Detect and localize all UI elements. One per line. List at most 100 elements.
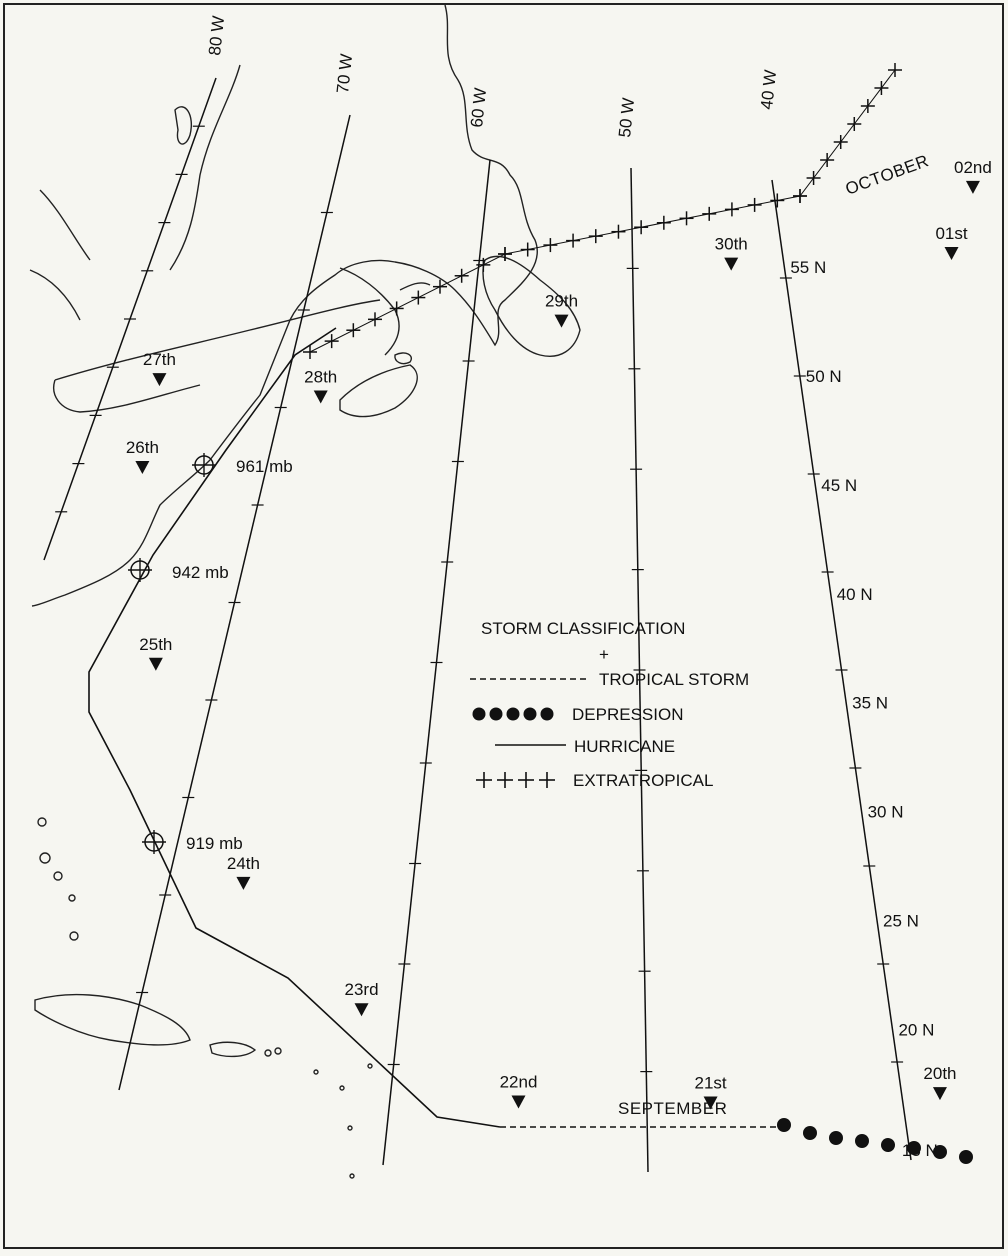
puerto-rico bbox=[209, 1041, 257, 1058]
date-label: 22nd bbox=[500, 1073, 538, 1092]
date-label: 29th bbox=[545, 292, 578, 311]
date-triangle bbox=[554, 314, 569, 328]
date-triangle bbox=[511, 1095, 526, 1109]
date-label: 20th bbox=[923, 1064, 956, 1083]
date-markers: 02nd 01st 30th 29th 28th 27th 26th 25th 24th 23rd… bbox=[126, 158, 992, 1110]
latitude-label: 50 N bbox=[806, 367, 842, 386]
legend-item-hurricane: HURRICANE bbox=[495, 737, 675, 756]
latitude-label: 25 N bbox=[883, 911, 919, 930]
depression-dot bbox=[881, 1138, 895, 1152]
depression-dot bbox=[855, 1134, 869, 1148]
date-label: 23rd bbox=[345, 980, 379, 999]
legend: STORM CLASSIFICATION + TROPICAL STORM DE… bbox=[470, 619, 749, 790]
legend-label-hurricane: HURRICANE bbox=[574, 737, 675, 756]
pressure-label-961: 961 mb bbox=[236, 457, 293, 476]
depression-dot bbox=[803, 1126, 817, 1140]
date-triangle bbox=[313, 390, 328, 404]
date-label: 30th bbox=[715, 235, 748, 254]
latitude-label: 55 N bbox=[790, 258, 826, 277]
river-north bbox=[169, 64, 241, 271]
date-marker-23rd: 23rd bbox=[345, 980, 379, 1017]
inland-lake-north bbox=[174, 106, 192, 145]
depression-dot bbox=[829, 1131, 843, 1145]
latitude-label: 45 N bbox=[821, 476, 857, 495]
longitude-label: 80 W bbox=[205, 15, 228, 56]
legend-label-extratropical: EXTRATROPICAL bbox=[573, 771, 713, 790]
storm-track bbox=[88, 63, 973, 1164]
depression-dot bbox=[777, 1118, 791, 1132]
pressure-label-919: 919 mb bbox=[186, 834, 243, 853]
date-label: 27th bbox=[143, 350, 176, 369]
pressure-markers: 961 mb 942 mb 919 mb bbox=[128, 453, 293, 854]
extratropical-path bbox=[309, 69, 896, 353]
hispaniola bbox=[34, 993, 191, 1046]
latitude-label: 40 N bbox=[837, 585, 873, 604]
legend-title: STORM CLASSIFICATION bbox=[481, 619, 685, 638]
date-marker-27th: 27th bbox=[143, 350, 176, 387]
legend-label-depression: DEPRESSION bbox=[572, 705, 683, 724]
coastlines bbox=[29, 4, 581, 1058]
legend-label-tropical-storm: TROPICAL STORM bbox=[599, 670, 749, 689]
river-system bbox=[29, 189, 381, 413]
september-label: SEPTEMBER bbox=[618, 1099, 727, 1118]
pressure-marker-942: 942 mb bbox=[128, 558, 229, 582]
gulf-coastline bbox=[339, 267, 431, 356]
date-triangle bbox=[724, 257, 739, 271]
pressure-label-942: 942 mb bbox=[172, 563, 229, 582]
depression-dot bbox=[933, 1145, 947, 1159]
legend-item-depression: DEPRESSION bbox=[472, 705, 683, 724]
latitude-label: 30 N bbox=[868, 803, 904, 822]
latitude-label: 35 N bbox=[852, 694, 888, 713]
depression-dot bbox=[959, 1150, 973, 1164]
date-label: 21st bbox=[695, 1073, 727, 1092]
date-triangle bbox=[932, 1087, 947, 1101]
date-label: 26th bbox=[126, 438, 159, 457]
date-triangle bbox=[236, 876, 251, 890]
nova-scotia bbox=[339, 364, 418, 418]
legend-item-extratropical: EXTRATROPICAL bbox=[476, 771, 713, 790]
date-triangle bbox=[135, 461, 150, 475]
hurricane-segment bbox=[88, 327, 501, 1128]
date-marker-21st: 21st bbox=[695, 1073, 727, 1110]
date-label: 28th bbox=[304, 368, 337, 387]
legend-symbol-crosses bbox=[476, 772, 555, 788]
pressure-marker-961: 961 mb bbox=[192, 453, 293, 477]
north-american-coast bbox=[31, 4, 538, 607]
date-label: 24th bbox=[227, 854, 260, 873]
date-marker-26th: 26th bbox=[126, 438, 159, 475]
depression-dot bbox=[907, 1141, 921, 1155]
date-marker-24th: 24th bbox=[227, 854, 260, 890]
longitude-label: 50 W bbox=[615, 97, 638, 138]
graticule bbox=[43, 77, 912, 1173]
date-triangle bbox=[152, 373, 167, 387]
date-triangle bbox=[148, 657, 163, 671]
date-marker-20th: 20th bbox=[923, 1064, 957, 1101]
longitude-label: 40 W bbox=[757, 69, 780, 110]
date-triangle bbox=[703, 1096, 718, 1110]
date-marker-29th: 29th bbox=[545, 292, 578, 328]
date-triangle bbox=[965, 180, 980, 194]
longitude-label: 70 W bbox=[333, 53, 356, 94]
pressure-marker-919: 919 mb bbox=[142, 830, 243, 854]
date-marker-02nd: 02nd bbox=[954, 158, 992, 194]
newfoundland bbox=[482, 255, 581, 357]
map-border bbox=[3, 3, 1004, 1249]
island-dots bbox=[37, 817, 373, 1179]
date-marker-28th: 28th bbox=[304, 368, 337, 404]
date-label: 02nd bbox=[954, 158, 992, 177]
legend-item-tropical-storm: TROPICAL STORM bbox=[470, 670, 749, 689]
date-triangle bbox=[944, 247, 959, 261]
date-label: 01st bbox=[935, 224, 967, 243]
latitude-label: 20 N bbox=[898, 1020, 934, 1039]
pei-island bbox=[394, 352, 412, 365]
date-marker-22nd: 22nd bbox=[500, 1073, 538, 1109]
date-marker-30th: 30th bbox=[715, 235, 748, 271]
date-marker-01st: 01st bbox=[935, 224, 968, 261]
legend-marker: + bbox=[599, 645, 609, 664]
date-triangle bbox=[354, 1003, 369, 1017]
date-label: 25th bbox=[139, 635, 172, 654]
legend-symbol-dots bbox=[472, 707, 554, 721]
date-marker-25th: 25th bbox=[139, 635, 172, 671]
